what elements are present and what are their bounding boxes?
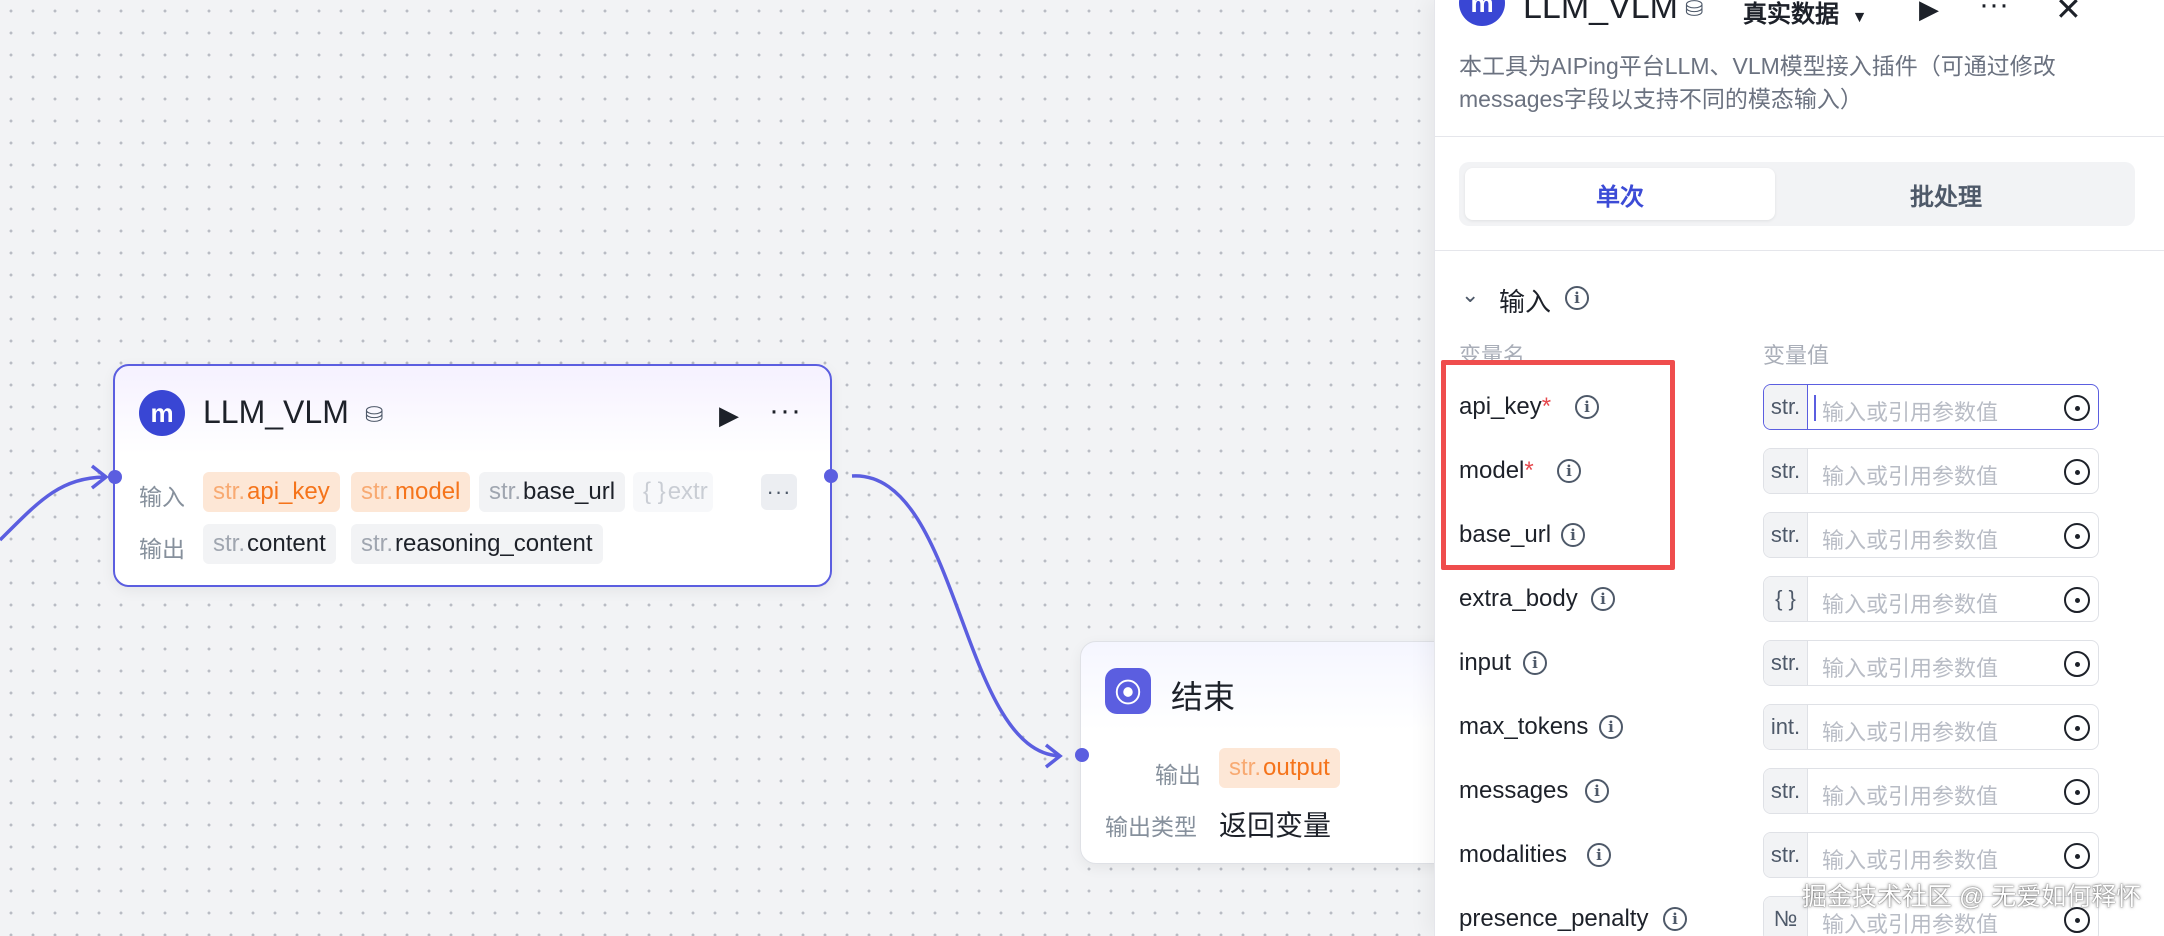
data-mode-select[interactable]: 真实数据 ▼ <box>1743 1 1868 28</box>
section-title-input: 输入 <box>1499 287 1552 317</box>
input-tag-model[interactable]: str.model <box>351 472 471 512</box>
input-tag-api-key[interactable]: str.api_key <box>203 472 340 512</box>
end-output-label: 输出 <box>1155 762 1201 788</box>
panel-more-icon[interactable]: ··· <box>1979 0 2009 21</box>
watermark: 掘金技术社区 @ 无爱如何释怀 <box>1802 883 2142 911</box>
reference-variable-icon[interactable] <box>2064 587 2090 613</box>
more-inputs-button[interactable]: ··· <box>761 474 797 510</box>
var-name-base-url: base_url <box>1459 521 1552 548</box>
plugin-badge-icon: ⛁ <box>365 402 384 427</box>
llm-output-port[interactable] <box>824 469 838 483</box>
reference-variable-icon[interactable] <box>2064 779 2090 805</box>
end-node-title: 结束 <box>1171 679 1236 715</box>
text-cursor <box>1814 395 1816 421</box>
info-icon[interactable]: i <box>1591 587 1615 611</box>
reference-variable-icon[interactable] <box>2064 843 2090 869</box>
extra-body-input[interactable]: { } 输入或引用参数值 <box>1763 576 2099 622</box>
info-icon[interactable]: i <box>1523 651 1547 675</box>
mode-tabs: 单次 批处理 <box>1459 162 2135 226</box>
output-tag-reasoning-content[interactable]: str.reasoning_content <box>351 524 603 564</box>
reference-variable-icon[interactable] <box>2064 907 2090 933</box>
input-label: 输入 <box>139 484 185 510</box>
input-tag-base-url[interactable]: str.base_url <box>479 472 626 512</box>
var-name-model: model* <box>1459 457 1534 484</box>
output-type-label: 输出类型 <box>1105 814 1197 840</box>
var-name-modalities: modalities <box>1459 841 1568 868</box>
llm-vlm-node[interactable]: m LLM_VLM ⛁ ▶ ··· 输入 str.api_key str.mod… <box>113 364 832 587</box>
base-url-input[interactable]: str. 输入或引用参数值 <box>1763 512 2099 558</box>
info-icon[interactable]: i <box>1575 395 1599 419</box>
more-options-icon[interactable]: ··· <box>769 394 802 427</box>
input-input[interactable]: str. 输入或引用参数值 <box>1763 640 2099 686</box>
var-name-extra-body: extra_body <box>1459 585 1578 612</box>
panel-plugin-icon: m <box>1459 0 1505 26</box>
output-tag-content[interactable]: str.content <box>203 524 336 564</box>
api-key-input[interactable]: str. 输入或引用参数值 <box>1763 384 2099 430</box>
modalities-input[interactable]: str. 输入或引用参数值 <box>1763 832 2099 878</box>
var-name-api-key: api_key* <box>1459 393 1552 420</box>
info-icon[interactable]: i <box>1587 843 1611 867</box>
model-input[interactable]: str. 输入或引用参数值 <box>1763 448 2099 494</box>
var-name-messages: messages <box>1459 777 1569 804</box>
var-name-presence-penalty: presence_penalty <box>1459 905 1649 932</box>
reference-variable-icon[interactable] <box>2064 523 2090 549</box>
var-name-max-tokens: max_tokens <box>1459 713 1589 740</box>
end-node-icon: ⦿ <box>1105 668 1151 714</box>
close-icon[interactable]: ✕ <box>2055 0 2082 27</box>
panel-description: 本工具为AIPing平台LLM、VLM模型接入插件（可通过修改messages字… <box>1459 53 2056 112</box>
divider <box>1435 136 2164 137</box>
reference-variable-icon[interactable] <box>2064 459 2090 485</box>
panel-plugin-badge-icon: ⛁ <box>1685 0 1704 21</box>
panel-title: LLM_VLM <box>1523 0 1678 26</box>
llm-input-port[interactable] <box>108 470 122 484</box>
run-icon[interactable]: ▶ <box>719 400 739 430</box>
node-title: LLM_VLM <box>203 394 349 430</box>
reference-variable-icon[interactable] <box>2064 651 2090 677</box>
highlight-annotation-box <box>1441 360 1675 570</box>
output-type-value: 返回变量 <box>1219 810 1332 841</box>
required-marker: * <box>1524 457 1534 484</box>
output-label: 输出 <box>139 536 185 562</box>
info-icon[interactable]: i <box>1561 523 1585 547</box>
end-input-port[interactable] <box>1075 748 1089 762</box>
chevron-down-icon[interactable]: ⌄ <box>1461 282 1480 307</box>
messages-input[interactable]: str. 输入或引用参数值 <box>1763 768 2099 814</box>
panel-run-icon[interactable]: ▶ <box>1919 0 1939 24</box>
max-tokens-input[interactable]: int. 输入或引用参数值 <box>1763 704 2099 750</box>
var-name-input: input <box>1459 649 1512 676</box>
input-tag-extra[interactable]: { }extr <box>633 472 713 512</box>
reference-variable-icon[interactable] <box>2064 715 2090 741</box>
reference-variable-icon[interactable] <box>2064 395 2090 421</box>
info-icon[interactable]: i <box>1557 459 1581 483</box>
info-icon[interactable]: i <box>1663 907 1687 931</box>
llm-plugin-icon: m <box>139 390 185 436</box>
node-detail-panel: m LLM_VLM ⛁ 真实数据 ▼ ▶ ··· ✕ 本工具为AIPing平台L… <box>1434 0 2164 936</box>
divider <box>1435 250 2164 251</box>
tab-batch[interactable]: 批处理 <box>1910 183 1982 211</box>
end-output-tag[interactable]: str.output <box>1219 748 1340 788</box>
info-icon[interactable]: i <box>1585 779 1609 803</box>
end-node[interactable]: ⦿ 结束 输出 str.output 输出类型 返回变量 <box>1080 641 1500 864</box>
tab-single[interactable]: 单次 <box>1465 168 1775 220</box>
info-icon[interactable]: i <box>1599 715 1623 739</box>
chevron-down-icon: ▼ <box>1851 9 1868 26</box>
required-marker: * <box>1541 393 1552 420</box>
column-header-value: 变量值 <box>1763 343 1830 368</box>
presence-penalty-input[interactable]: № 输入或引用参数值 <box>1763 896 2099 936</box>
info-icon[interactable]: i <box>1565 286 1589 310</box>
